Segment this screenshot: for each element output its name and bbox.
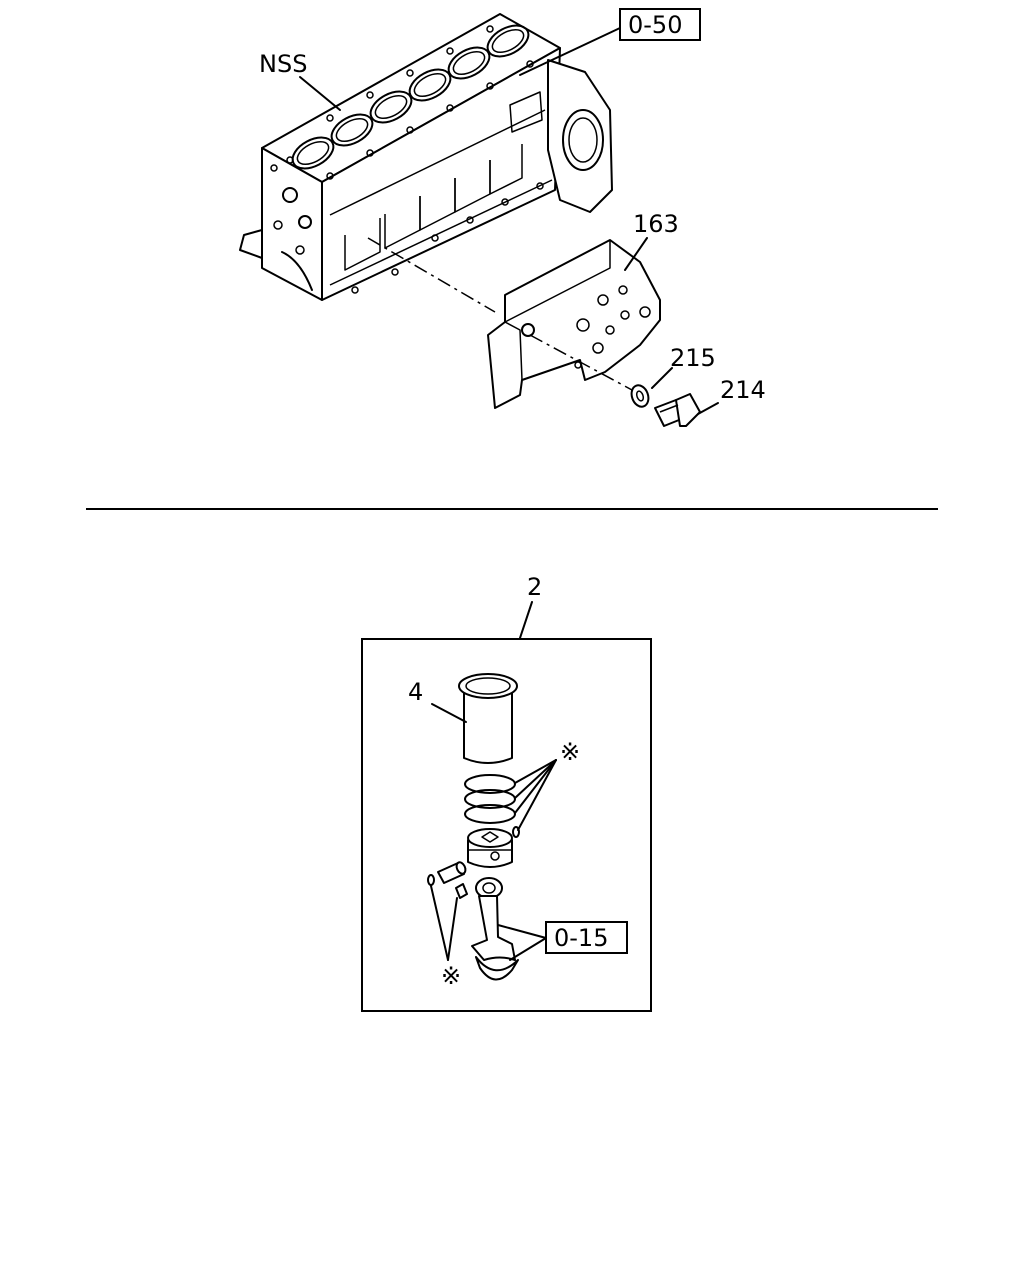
label-star-lower: ※ xyxy=(441,962,461,990)
leader-star-1 xyxy=(514,759,557,784)
leader-star-2 xyxy=(514,759,557,799)
leader-215 xyxy=(651,367,673,389)
label-4: 4 xyxy=(408,678,423,706)
leader-star-6 xyxy=(447,897,458,961)
leader-214 xyxy=(697,402,719,415)
piston-drawing xyxy=(467,828,513,868)
label-163: 163 xyxy=(633,210,679,238)
leader-star-3 xyxy=(514,759,557,814)
label-0-50[interactable]: 0-50 xyxy=(628,11,682,39)
snap-ring-drawing-2 xyxy=(455,883,468,899)
alignment-line-block xyxy=(367,237,496,313)
leader-0-50 xyxy=(519,27,621,76)
gear-case-plate-drawing xyxy=(487,239,661,409)
leader-163 xyxy=(624,237,648,271)
cylinder-block-drawing xyxy=(239,13,613,301)
label-215: 215 xyxy=(670,344,716,372)
label-nss: NSS xyxy=(259,50,307,78)
clip-drawing xyxy=(512,826,520,838)
bolt-drawing xyxy=(654,393,701,427)
leader-nss xyxy=(299,76,341,111)
cylinder-liner-drawing xyxy=(458,673,518,764)
ref-box-0-50 xyxy=(619,8,701,41)
label-214: 214 xyxy=(720,376,766,404)
label-2: 2 xyxy=(527,573,542,601)
alignment-line-bolt xyxy=(529,334,633,391)
kit-frame xyxy=(361,638,652,1012)
leader-4 xyxy=(431,703,467,723)
leader-2 xyxy=(519,601,533,639)
connecting-rod-drawing xyxy=(471,877,519,981)
leader-star-4 xyxy=(517,759,557,831)
piston-rings-drawing xyxy=(464,774,516,824)
label-star-upper: ※ xyxy=(560,738,580,766)
washer-drawing xyxy=(630,384,650,408)
leader-0-15-b xyxy=(509,937,547,961)
ref-box-0-15 xyxy=(545,921,628,954)
leader-0-15-a xyxy=(497,924,547,939)
label-0-15[interactable]: 0-15 xyxy=(554,924,608,952)
leader-star-5 xyxy=(430,885,449,961)
snap-ring-drawing-1 xyxy=(427,874,435,886)
piston-pin-drawing xyxy=(437,861,467,884)
